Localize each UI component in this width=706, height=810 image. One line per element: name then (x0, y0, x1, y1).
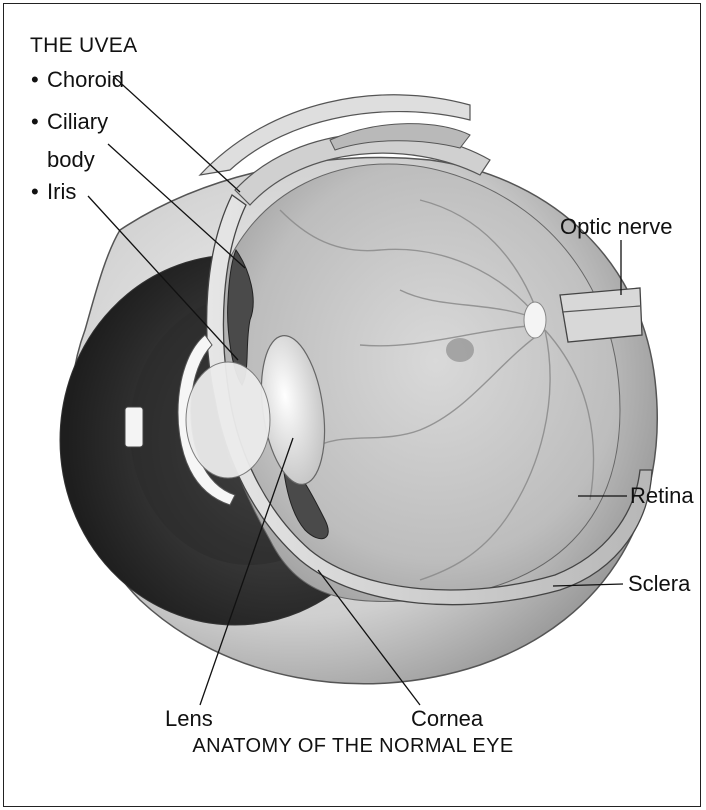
list-item-choroid: •Choroid (31, 68, 124, 92)
list-item-iris: •Iris (31, 180, 76, 204)
optic-nerve-label: Optic nerve (560, 215, 673, 239)
optic-nerve-stub (560, 288, 642, 342)
lens-label: Lens (165, 707, 213, 731)
iris-label: Iris (47, 179, 76, 204)
figure-caption: ANATOMY OF THE NORMAL EYE (0, 735, 706, 758)
cornea-label: Cornea (411, 707, 483, 731)
fovea (446, 338, 474, 362)
sclera-label: Sclera (628, 572, 690, 596)
optic-disc (524, 302, 546, 338)
retina-label: Retina (630, 484, 694, 508)
ciliary-body-label-line2: body (47, 148, 95, 172)
ciliary-label: Ciliary (47, 109, 108, 134)
choroid-label: Choroid (47, 67, 124, 92)
list-item-ciliary-body: •Ciliary (31, 110, 108, 134)
uvea-heading: THE UVEA (30, 34, 137, 58)
